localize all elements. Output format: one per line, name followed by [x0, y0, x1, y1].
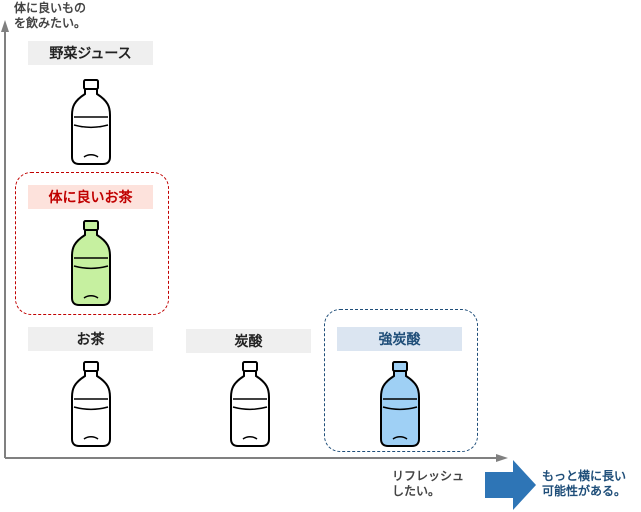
x-axis-label: リフレッシュ したい。: [392, 469, 465, 498]
healthy-tea-label: 体に良いお茶: [28, 185, 153, 209]
healthy-tea-bottle-icon: [71, 220, 111, 306]
x-axis-arrowhead: [496, 454, 508, 462]
vegetable-juice-label: 野菜ジュース: [28, 41, 153, 65]
expand-arrow-icon: [485, 460, 536, 510]
healthy-tea-highlight: [15, 172, 169, 315]
arrow-note: もっと横に長い 可能性がある。: [542, 469, 627, 498]
soda-label: 炭酸: [186, 329, 311, 353]
soda-bottle-icon: [230, 361, 270, 447]
vegetable-juice-bottle-icon: [71, 79, 111, 165]
y-axis-label: 体に良いもの を飲みたい。: [14, 1, 87, 30]
tea-bottle-icon: [71, 361, 111, 447]
tea-label: お茶: [28, 327, 153, 351]
strong-soda-bottle-icon: [380, 361, 420, 447]
strong-soda-highlight: [324, 309, 478, 452]
y-axis-arrowhead: [1, 20, 9, 32]
strong-soda-label: 強炭酸: [337, 327, 462, 351]
